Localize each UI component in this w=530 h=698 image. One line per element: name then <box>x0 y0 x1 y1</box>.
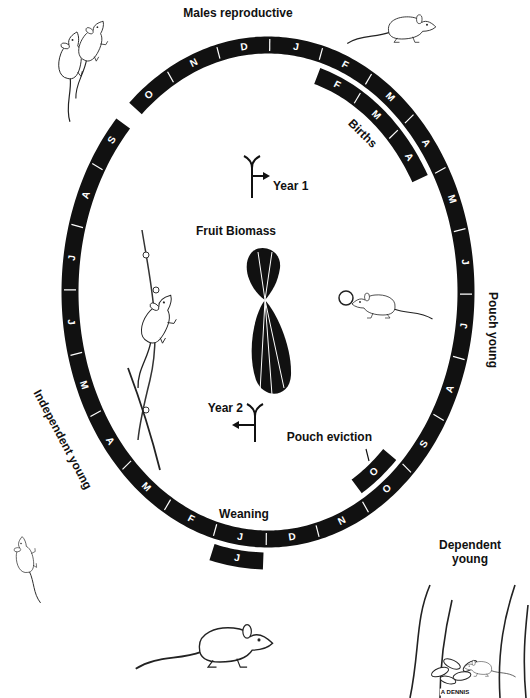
walking-rat <box>136 625 273 669</box>
month-tick <box>453 356 465 359</box>
month-tick <box>266 533 267 545</box>
nest-young-rat <box>464 660 516 677</box>
month-letter: A <box>444 383 456 393</box>
month-letter: A <box>104 435 116 446</box>
month-letter: N <box>188 57 199 69</box>
year-arrow-stem <box>244 156 265 198</box>
month-tick <box>70 352 82 355</box>
fruit <box>339 291 353 305</box>
month-band <box>317 76 420 179</box>
month-tick <box>460 294 472 295</box>
month-letter: J <box>67 254 78 261</box>
leaf-nest <box>430 657 478 686</box>
leader-line <box>366 449 369 461</box>
month-tick <box>403 464 411 473</box>
tree-trunk <box>499 585 528 698</box>
month-tick <box>90 411 100 417</box>
month-letter: J <box>237 531 244 542</box>
feeding-rat <box>352 293 433 319</box>
month-letter: J <box>459 259 469 266</box>
month-letter: S <box>106 134 118 145</box>
month-band <box>357 455 390 487</box>
month-letter: A <box>420 138 432 149</box>
month-tick <box>454 229 466 232</box>
vine-leaf <box>143 252 149 258</box>
arrow-head <box>232 421 239 429</box>
year-arrow <box>244 156 270 198</box>
month-letter: M <box>383 91 396 104</box>
month-tick <box>217 47 220 59</box>
month-tick <box>64 289 76 290</box>
month-letter: D <box>240 41 249 52</box>
young-rat <box>13 536 41 605</box>
month-letter: M <box>78 379 90 390</box>
leaf <box>439 675 456 686</box>
year-label: Year 2 <box>208 402 243 416</box>
month-letter: D <box>288 532 297 543</box>
stage-label: Pouch young <box>485 292 499 368</box>
vine-leaf <box>153 287 159 293</box>
month-tick <box>122 461 131 469</box>
month-tick <box>435 167 445 173</box>
month-letter: M <box>446 194 458 205</box>
month-letter: O <box>368 465 381 478</box>
fruit-biomass-plot <box>247 248 291 395</box>
month-letter: F <box>332 79 342 91</box>
leaf <box>442 657 462 672</box>
climbing-rat <box>111 289 186 388</box>
month-tick <box>363 502 369 512</box>
month-letter: O <box>381 483 394 496</box>
month-letter: A <box>402 151 414 162</box>
month-letter: J <box>234 553 241 564</box>
month-tick <box>389 130 398 138</box>
month-letter: J <box>292 42 299 53</box>
month-letter: N <box>337 515 348 527</box>
month-tick <box>319 48 322 60</box>
month-tick <box>354 93 360 103</box>
arrow-head <box>263 172 270 180</box>
month-tick <box>405 115 414 123</box>
male-rat <box>347 15 436 44</box>
month-letter: O <box>143 88 156 101</box>
stage-label: Pouch eviction <box>287 431 372 445</box>
stage-label: Males reproductive <box>183 7 292 21</box>
stage-label: Weaning <box>219 508 269 522</box>
stage-label: Births <box>344 117 378 151</box>
mating-rat <box>53 16 116 99</box>
month-tick <box>269 39 270 51</box>
year-label: Year 1 <box>273 180 308 194</box>
month-tick <box>213 524 216 536</box>
month-tick <box>316 525 319 537</box>
signature: A DENNIS <box>440 689 470 696</box>
month-letter: A <box>80 190 92 200</box>
stage-label: Dependent young <box>430 539 510 567</box>
month-letter: F <box>186 514 196 526</box>
month-tick <box>365 74 371 84</box>
month-ring <box>64 39 472 561</box>
month-letter: S <box>418 439 430 450</box>
month-tick <box>168 72 174 82</box>
month-letter: J <box>66 319 76 326</box>
month-tick <box>92 164 102 170</box>
biomass-rays <box>258 252 284 395</box>
month-letter: F <box>340 59 350 71</box>
month-tick <box>71 224 83 227</box>
stage-label: Independent young <box>30 388 94 492</box>
month-letter: M <box>140 480 153 493</box>
month-band <box>70 45 466 539</box>
stage-label: Fruit Biomass <box>196 225 276 239</box>
month-tick <box>164 500 170 510</box>
month-letter: J <box>459 323 470 330</box>
month-tick <box>433 414 443 420</box>
rat-tail <box>128 368 160 470</box>
month-letter: M <box>370 108 383 121</box>
